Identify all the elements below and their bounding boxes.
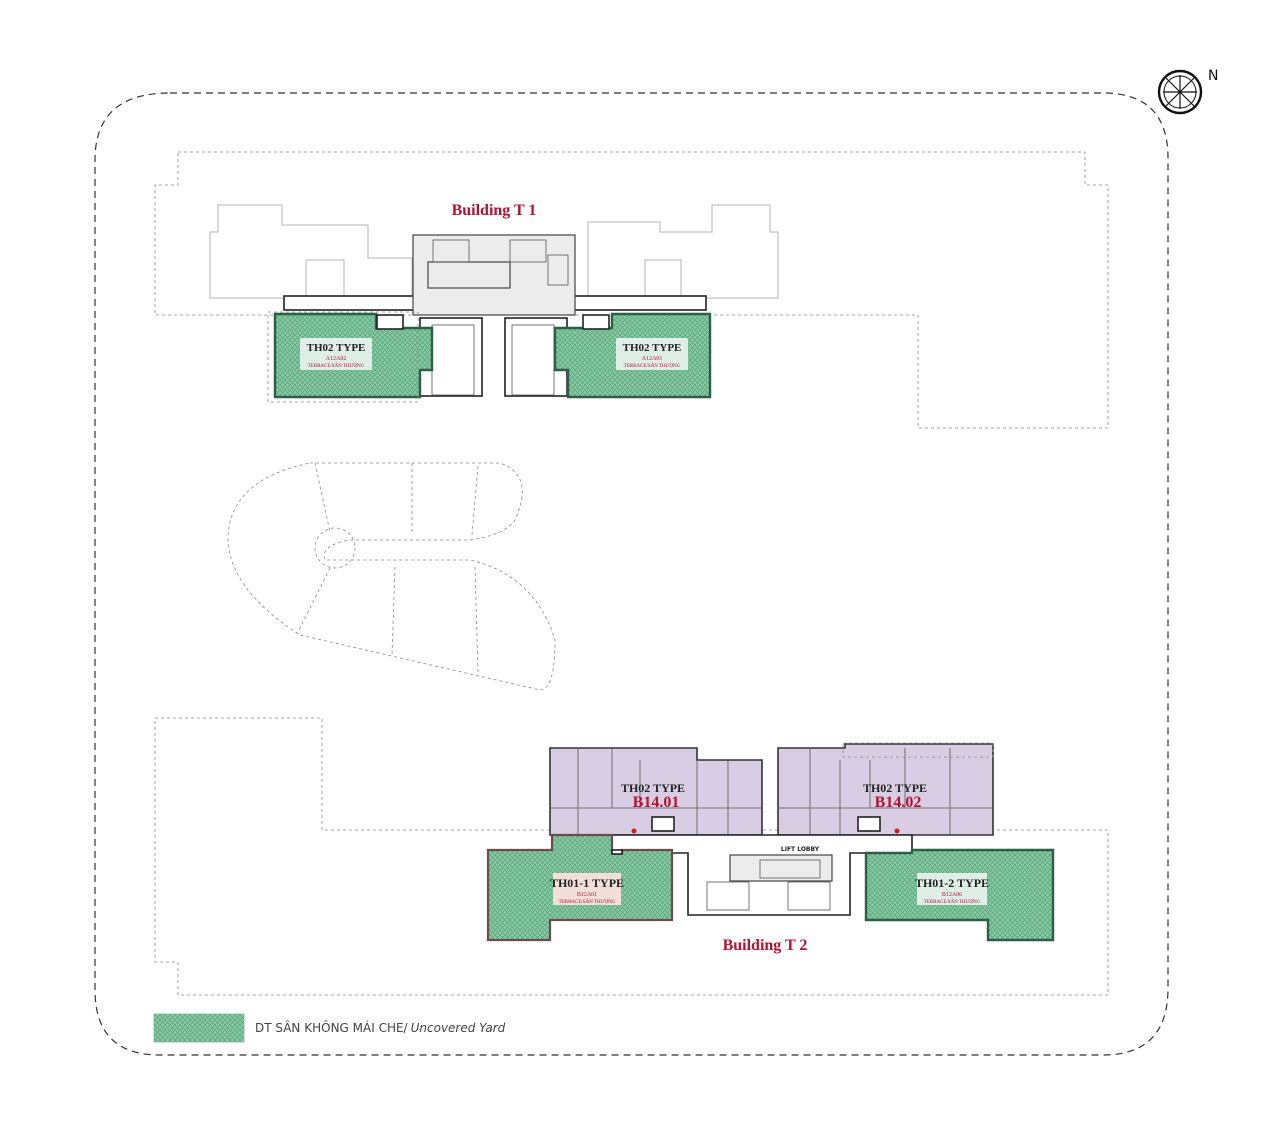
building-t1: [209, 204, 779, 403]
building-t2: [486, 742, 1055, 942]
site-boundary: [94, 92, 1169, 1056]
unit-b1402-type: TH02 TYPE: [863, 781, 927, 795]
unit-b1402-code: B14.02: [875, 794, 922, 811]
unit-t1-right-code: A12A01: [642, 356, 663, 362]
unit-b1401-area: [549, 747, 763, 836]
landscape-feature: [227, 462, 556, 691]
legend-label: DT SÂN KHÔNG MÁI CHE/: [255, 1020, 409, 1035]
unit-b12a06-code: B12A06: [942, 892, 962, 898]
legend-swatch: [153, 1013, 245, 1043]
building-t2-title: Building T 2: [723, 937, 808, 954]
unit-b12a06-sub: TERRACE/SÂN THƯỢNG: [924, 899, 981, 905]
unit-t1-right-sub: TERRACE/SÂN THƯỢNG: [624, 363, 681, 369]
unit-b12a01-sub: TERRACE/SÂN THƯỢNG: [559, 899, 616, 905]
unit-t1-right-type: TH02 TYPE: [623, 342, 682, 354]
legend-label-italic: Uncovered Yard: [411, 1021, 506, 1035]
compass-icon: [1157, 69, 1203, 115]
building-t1-title: Building T 1: [452, 202, 537, 219]
unit-b1401-type: TH02 TYPE: [621, 781, 685, 795]
unit-b1401-code: B14.01: [633, 794, 680, 811]
compass-north-label: N: [1208, 68, 1218, 84]
legend-text: DT SÂN KHÔNG MÁI CHE/Uncovered Yard: [255, 1020, 506, 1035]
unit-t1-left-code: A12A02: [326, 356, 347, 362]
unit-b12a01-code: B12A01: [577, 892, 597, 898]
unit-b12a06-type: TH01-2 TYPE: [915, 876, 989, 890]
unit-b12a01-type: TH01-1 TYPE: [550, 876, 624, 890]
unit-t1-left-sub: TERRACE/SÂN THƯỢNG: [308, 363, 365, 369]
lift-lobby-label: LIFT LOBBY: [781, 846, 820, 853]
unit-t1-left-type: TH02 TYPE: [307, 342, 366, 354]
podium-outline-bottom: [154, 717, 1109, 996]
